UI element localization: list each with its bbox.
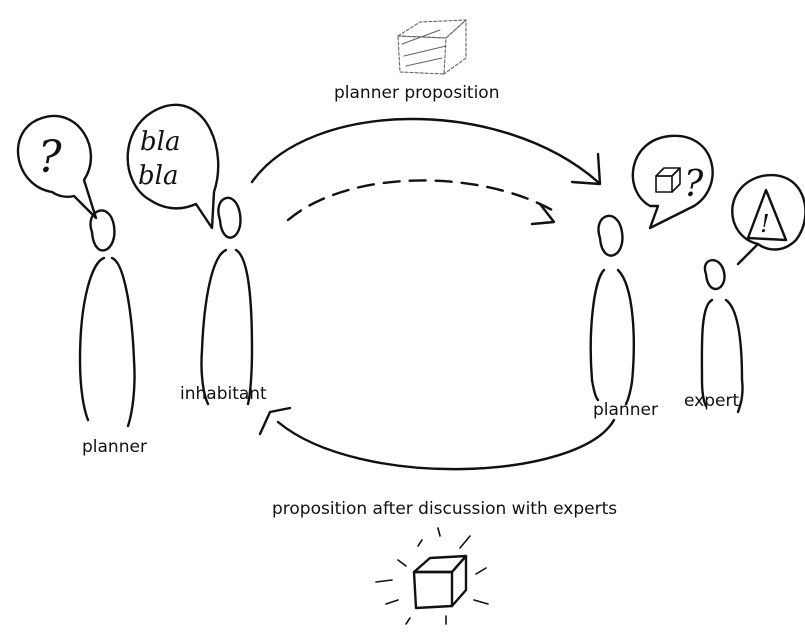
planner-proposition-label: planner proposition [334, 83, 500, 103]
planner-right-label: planner [593, 400, 658, 420]
planner-left-figure [78, 209, 136, 428]
inhabitant-label: inhabitant [180, 384, 267, 404]
cube-question-speech-bubble: ? [631, 134, 714, 230]
question-mark: ? [38, 132, 62, 183]
return-arrow-bottom [258, 406, 616, 471]
warning-speech-bubble: ! [731, 173, 805, 266]
planner-left-label: planner [82, 437, 147, 457]
planner-right-figure [589, 214, 635, 406]
small-cube-icon [655, 167, 681, 193]
rough-cube-icon [397, 19, 467, 75]
glowing-cube-icon [375, 527, 489, 625]
inhabitant-figure [200, 196, 254, 406]
dashed-arrow [286, 179, 556, 226]
warning-icon [746, 188, 788, 242]
bla-text-line1: bla [140, 127, 180, 157]
warning-mark: ! [760, 210, 770, 238]
bla-text-line2: bla [138, 161, 178, 191]
question-mark: ? [684, 164, 704, 205]
question-speech-bubble: ? [16, 114, 98, 220]
solid-arrow-top [250, 117, 602, 186]
proposition-after-label: proposition after discussion with expert… [272, 499, 618, 519]
expert-label: expert [684, 391, 740, 411]
expert-figure [700, 259, 744, 414]
bla-speech-bubble: bla bla [126, 103, 220, 230]
